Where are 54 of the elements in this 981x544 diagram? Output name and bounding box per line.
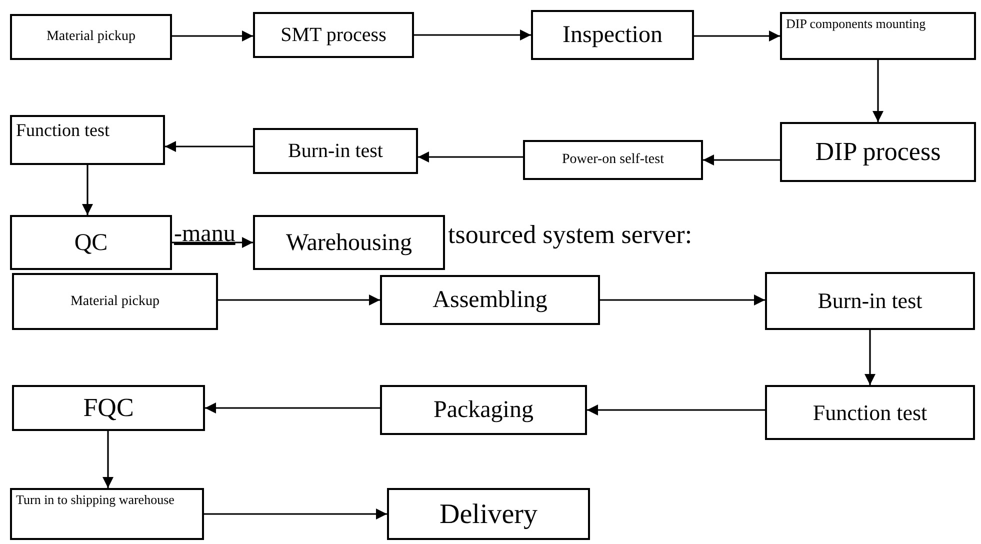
- process-box: [253, 12, 414, 58]
- arrow: [694, 30, 780, 42]
- process-box: [780, 12, 976, 60]
- arrow: [864, 330, 876, 385]
- arrow: [587, 404, 765, 416]
- process-box: [531, 10, 694, 60]
- step-label: Power-on self-test: [562, 151, 664, 169]
- process-box: [10, 488, 204, 540]
- step-label: Function test: [812, 398, 928, 426]
- step-label: Function test: [16, 119, 110, 142]
- arrow: [102, 431, 114, 488]
- step-label: Burn-in test: [288, 138, 383, 164]
- step-label: Packaging: [434, 396, 534, 425]
- process-box: [380, 275, 600, 325]
- step-label: SMT process: [280, 22, 386, 48]
- process-box: [10, 215, 172, 270]
- step-label: Assembling: [432, 286, 548, 315]
- process-box: [12, 385, 205, 431]
- step-label: Turn in to shipping warehouse: [16, 492, 174, 508]
- process-box: [523, 140, 703, 180]
- process-box: [765, 385, 975, 440]
- step-label: Warehousing: [286, 228, 412, 258]
- arrow: [414, 30, 531, 40]
- step-label: Material pickup: [70, 292, 160, 310]
- process-box: [10, 115, 165, 165]
- step-label: Burn-in test: [818, 287, 922, 315]
- process-box: [12, 273, 218, 330]
- arrow: [703, 154, 780, 166]
- process-box: [765, 272, 975, 330]
- arrow: [172, 237, 253, 248]
- arrow: [204, 508, 387, 520]
- process-box: [253, 128, 418, 174]
- arrow: [82, 165, 93, 215]
- step-label: Inspection: [562, 21, 662, 50]
- arrow: [872, 60, 884, 122]
- arrow: [172, 30, 253, 42]
- step-label: DIP components mounting: [786, 16, 926, 32]
- process-box: [780, 122, 976, 182]
- step-label: QC: [74, 228, 108, 258]
- step-label: FQC: [83, 392, 134, 424]
- process-box: [10, 14, 172, 60]
- heading-text: -manu: [174, 222, 236, 246]
- step-label: Delivery: [440, 498, 538, 532]
- arrow: [205, 402, 380, 414]
- arrow: [418, 152, 523, 162]
- step-label: DIP process: [815, 136, 941, 168]
- heading-text: tsourced system server:: [448, 222, 692, 248]
- step-label: Material pickup: [46, 28, 136, 46]
- arrow: [600, 294, 765, 306]
- arrow: [165, 141, 253, 152]
- process-box: [380, 385, 587, 435]
- process-box: [387, 488, 590, 540]
- process-box: [253, 215, 445, 270]
- arrow: [218, 294, 380, 306]
